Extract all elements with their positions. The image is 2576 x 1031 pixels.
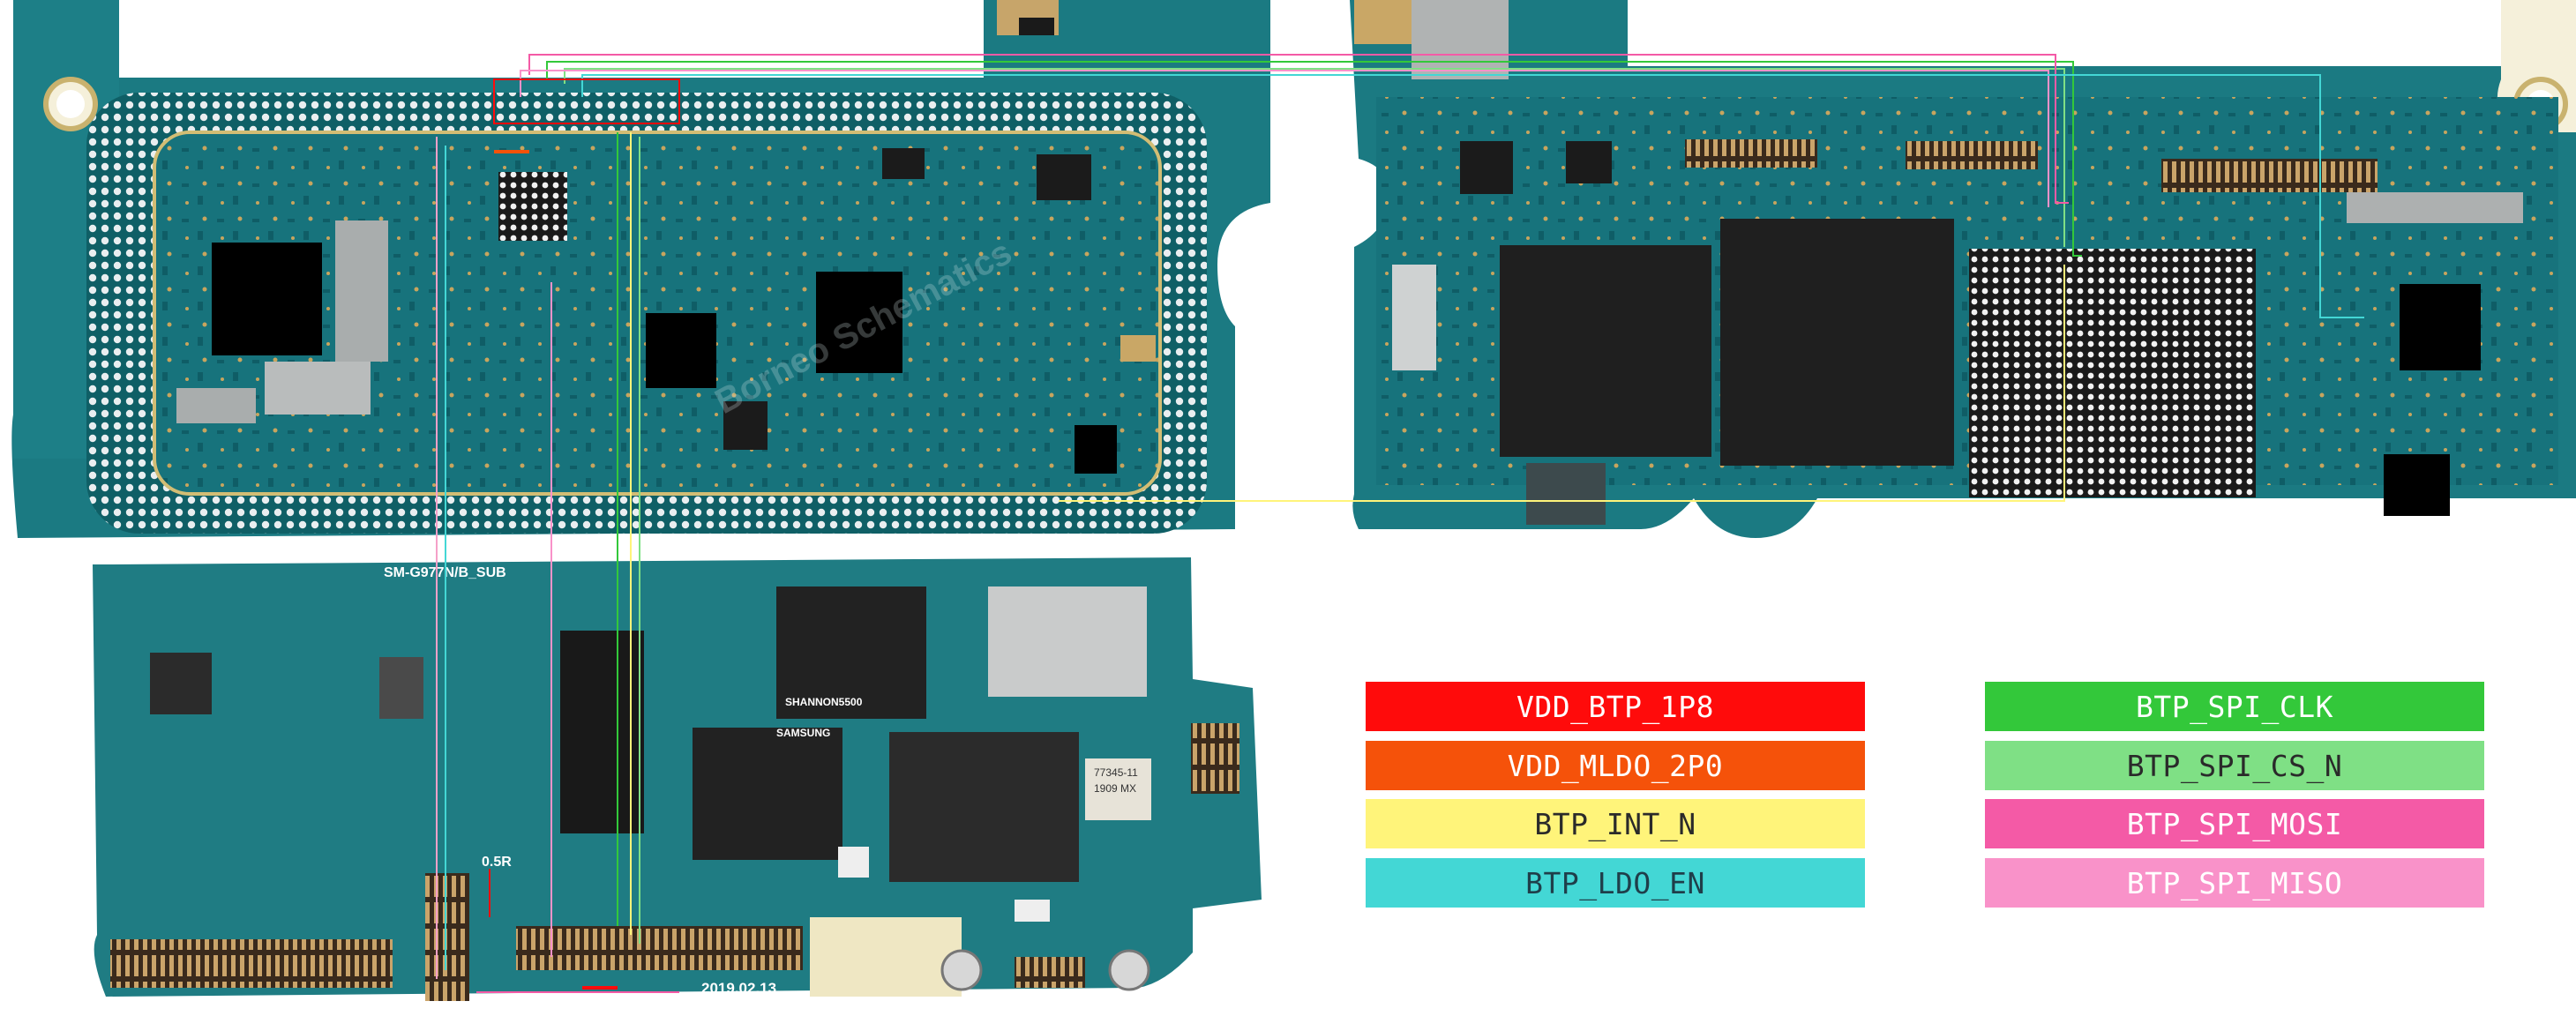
trace-btp-spi-clk	[546, 61, 2082, 257]
trace-btp-spi-mosi	[528, 54, 2069, 204]
sub-board-marker-label: 0.5R	[482, 855, 512, 870]
legend-btp-spi-miso: BTP_SPI_MISO	[1985, 858, 2484, 908]
board-top-right	[1350, 0, 2576, 538]
legend-vdd-mldo-2p0: VDD_MLDO_2P0	[1366, 741, 1865, 790]
trace-vdd-btp-1p8	[493, 78, 680, 124]
chip-marking-qorvo-code: 77345-11	[1094, 766, 1138, 779]
legend-btp-int-n: BTP_INT_N	[1366, 799, 1865, 848]
chip-marking-shannon: SHANNON5500	[785, 696, 863, 708]
trace-btp-int-n	[1059, 265, 2065, 502]
legend-vdd-btp-1p8: VDD_BTP_1P8	[1366, 682, 1865, 731]
chip-marking-samsung: SAMSUNG	[776, 727, 830, 739]
board-bottom-sub: SM-G977N/B_SUB 2019.02.13 0.5R SAMSUNG S…	[93, 557, 1262, 1001]
chip-marking-qorvo-lot: 1909 MX	[1094, 782, 1136, 795]
legend-btp-spi-cs-n: BTP_SPI_CS_N	[1985, 741, 2484, 790]
sub-board-date-label: 2019.02.13	[701, 980, 776, 997]
legend-btp-ldo-en: BTP_LDO_EN	[1366, 858, 1865, 908]
trace-btp-spi-miso	[520, 70, 2049, 207]
legend-btp-spi-mosi: BTP_SPI_MOSI	[1985, 799, 2484, 848]
trace-btp-ldo-en	[581, 74, 2364, 318]
signal-traces	[436, 54, 2364, 993]
legend-btp-spi-clk: BTP_SPI_CLK	[1985, 682, 2484, 731]
board-top-left	[11, 0, 1270, 538]
trace-btp-spi-cs-n	[564, 68, 2065, 247]
